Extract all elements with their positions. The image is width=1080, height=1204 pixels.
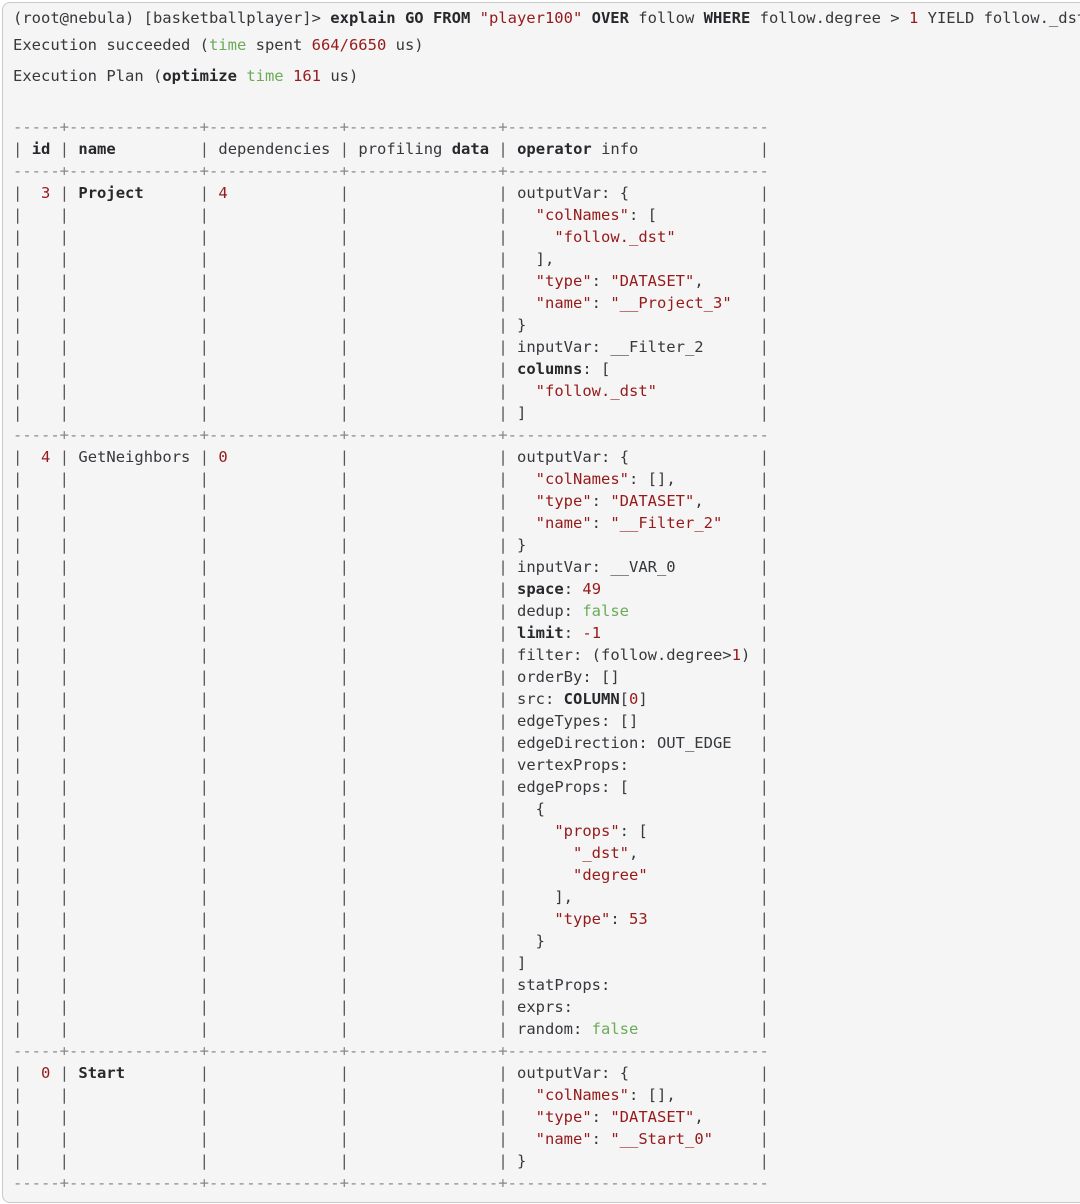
terminal-line-row: | | | | | edgeTypes: [] | <box>13 712 769 730</box>
terminal-line-row: | | | | | "name": "__Project_3" | <box>13 294 770 312</box>
terminal-line-row: | | | | | "degree" | <box>13 866 769 884</box>
terminal-line-row: | | | | | { | <box>13 800 769 818</box>
terminal-line-row: | | | | | "follow._dst" | <box>13 382 769 400</box>
terminal-line-row: | | | | | "type": "DATASET", | <box>13 272 770 290</box>
terminal-line-sep: -----+--------------+--------------+----… <box>13 426 769 444</box>
terminal-line-sep: -----+--------------+--------------+----… <box>13 1174 769 1192</box>
terminal-line-plan: Execution Plan (optimize time 161 us) <box>13 67 359 85</box>
terminal-line-row: | | | | | ] | <box>13 954 769 972</box>
terminal-line-row: | | | | | "name": "__Start_0" | <box>13 1130 770 1148</box>
terminal-line-status: Execution succeeded (time spent 664/6650… <box>13 36 424 54</box>
terminal-line-row: | | | | | dedup: false | <box>13 602 769 620</box>
terminal-line-row: | | | | | filter: (follow.degree>1) | <box>13 646 770 664</box>
terminal-line-row: | | | | | ], | <box>13 888 769 906</box>
terminal-line-row: | | | | | } | <box>13 536 769 554</box>
terminal-line-row: | | | | | "_dst", | <box>13 844 770 862</box>
terminal-line-sep: -----+--------------+--------------+----… <box>13 162 769 180</box>
terminal-line-row: | | | | | edgeDirection: OUT_EDGE | <box>13 734 769 752</box>
terminal-line-row: | 4 | GetNeighbors | 0 | | outputVar: { … <box>13 448 770 466</box>
terminal-line-row: | | | | | "name": "__Filter_2" | <box>13 514 769 532</box>
terminal-line-row: | | | | | statProps: | <box>13 976 769 994</box>
terminal-line-row: | | | | | } | <box>13 316 769 334</box>
terminal-line-row: | | | | | vertexProps: | <box>13 756 769 774</box>
terminal-line-row: | 3 | Project | 4 | | outputVar: { | <box>13 184 770 202</box>
terminal-line-row: | | | | | ] | <box>13 404 769 422</box>
terminal-line-row: | | | | | } | <box>13 1152 769 1170</box>
terminal-line-row: | | | | | src: COLUMN[0] | <box>13 690 770 708</box>
terminal-line-sep: -----+--------------+--------------+----… <box>13 1042 769 1060</box>
terminal-line-row: | | | | | "colNames": [ | <box>13 206 769 224</box>
terminal-line-row: | | | | | inputVar: __VAR_0 | <box>13 558 769 576</box>
terminal-line-row: | | | | | "props": [ | <box>13 822 769 840</box>
terminal-line-cmd: (root@nebula) [basketballplayer]> explai… <box>13 9 1080 27</box>
terminal-line-row: | | | | | ], | <box>13 250 769 268</box>
terminal-line-row: | | | | | limit: -1 | <box>13 624 770 642</box>
terminal-line-hdr: | id | name | dependencies | profiling d… <box>13 140 770 158</box>
terminal-line-row: | 0 | Start | | | outputVar: { | <box>13 1064 770 1082</box>
terminal-line-row: | | | | | "type": 53 | <box>13 910 770 928</box>
terminal-line-row: | | | | | } | <box>13 932 769 950</box>
terminal-line-row: | | | | | "colNames": [], | <box>13 470 770 488</box>
terminal-line-row: | | | | | space: 49 | <box>13 580 770 598</box>
terminal-output: (root@nebula) [basketballplayer]> explai… <box>13 5 1080 1194</box>
terminal-line-row: | | | | | random: false | <box>13 1020 770 1038</box>
terminal-line-row: | | | | | "type": "DATASET", | <box>13 1108 770 1126</box>
terminal-line-row: | | | | | "colNames": [], | <box>13 1086 770 1104</box>
terminal-line-sep: -----+--------------+--------------+----… <box>13 118 769 136</box>
terminal-line-row: | | | | | orderBy: [] | <box>13 668 769 686</box>
terminal-line-row: | | | | | "follow._dst" | <box>13 228 770 246</box>
terminal-line-row: | | | | | exprs: | <box>13 998 769 1016</box>
terminal-line-row: | | | | | "type": "DATASET", | <box>13 492 770 510</box>
terminal-line-row: | | | | | edgeProps: [ | <box>13 778 769 796</box>
terminal-line-row: | | | | | inputVar: __Filter_2 | <box>13 338 769 356</box>
terminal-line-row: | | | | | columns: [ | <box>13 360 769 378</box>
